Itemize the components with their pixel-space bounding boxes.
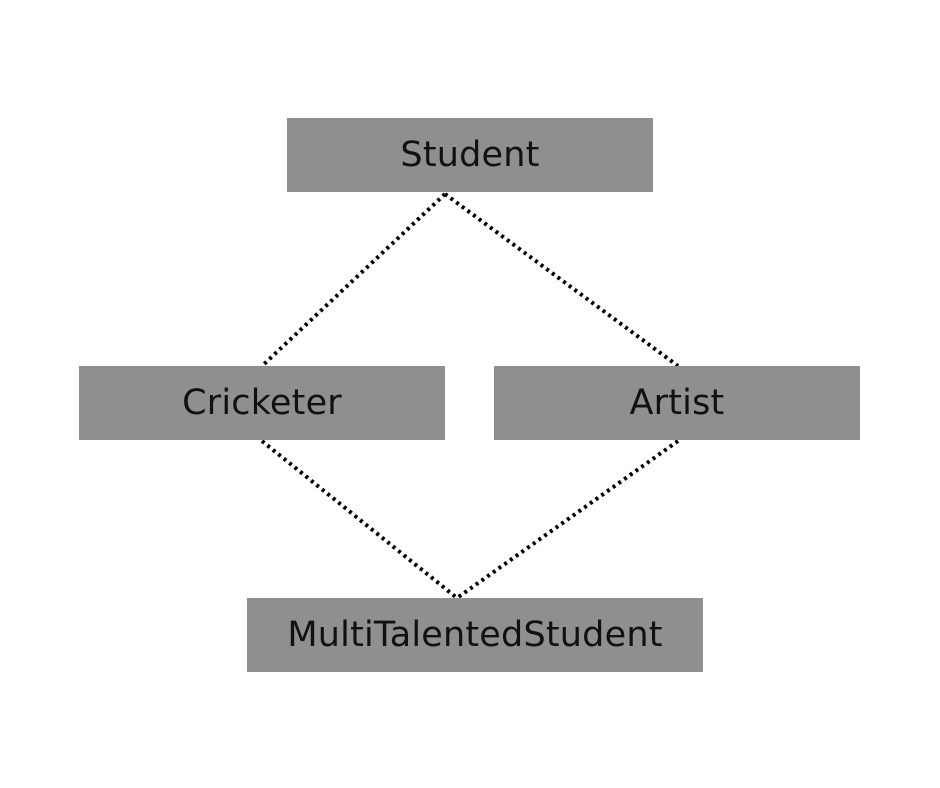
edge-artist-multi bbox=[455, 439, 680, 600]
node-artist: Artist bbox=[494, 366, 860, 440]
node-student: Student bbox=[287, 118, 653, 192]
node-cricketer-label: Cricketer bbox=[182, 383, 342, 423]
node-artist-label: Artist bbox=[629, 383, 725, 423]
node-student-label: Student bbox=[400, 135, 540, 175]
edge-student-cricketer bbox=[260, 192, 447, 368]
node-multitalentedstudent: MultiTalentedStudent bbox=[247, 598, 703, 672]
node-multitalentedstudent-label: MultiTalentedStudent bbox=[287, 615, 663, 655]
edge-cricketer-multi bbox=[260, 439, 459, 600]
node-cricketer: Cricketer bbox=[79, 366, 445, 440]
edge-student-artist bbox=[443, 192, 680, 368]
